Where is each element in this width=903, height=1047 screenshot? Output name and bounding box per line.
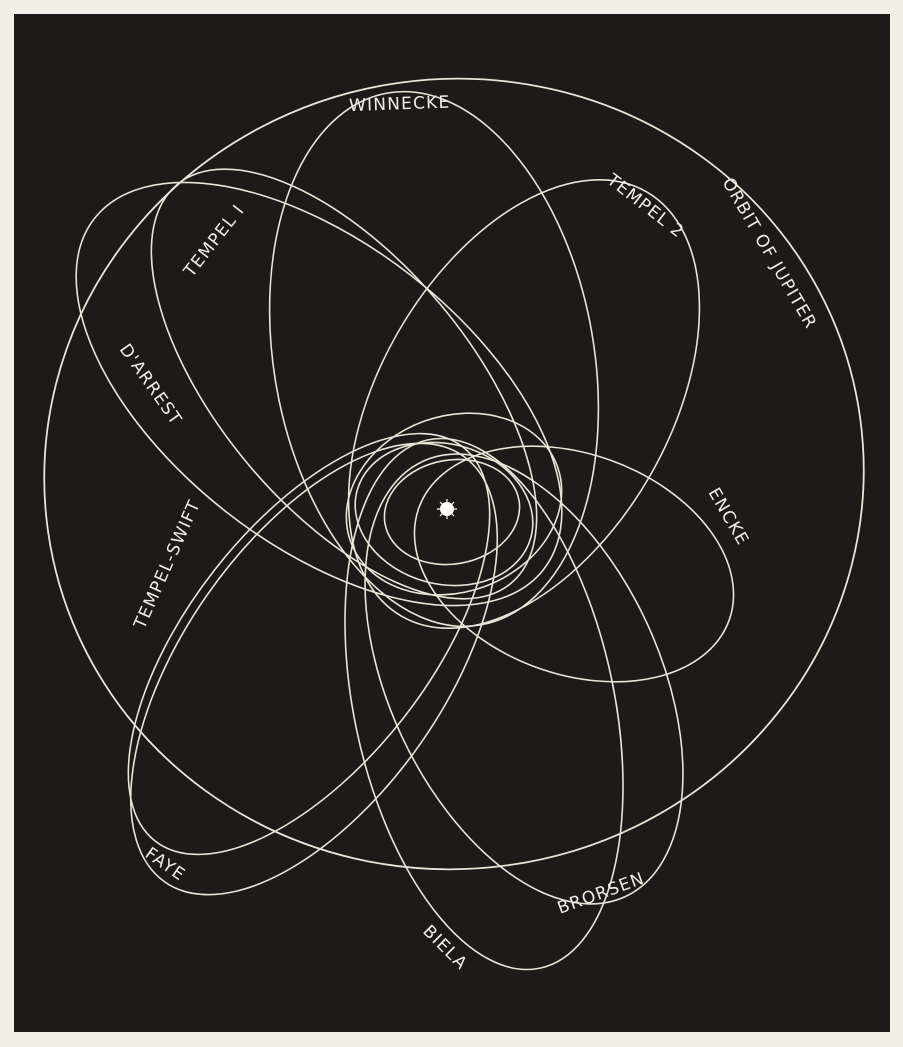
label-jupiter: ORBIT OF JUPITER bbox=[718, 175, 821, 333]
label-tempel-1: TEMPEL I bbox=[180, 201, 249, 282]
orbit-plate: WINNECKE TEMPEL 2 ORBIT OF JUPITER TEMPE… bbox=[14, 14, 890, 1032]
orbit-encke bbox=[413, 445, 735, 683]
orbit-faye bbox=[129, 442, 499, 896]
orbit-biela bbox=[344, 437, 624, 971]
orbit-tempel-2 bbox=[347, 178, 701, 630]
label-tempel-2: TEMPEL 2 bbox=[602, 170, 688, 243]
label-brorsen: BRORSEN bbox=[555, 869, 648, 919]
label-faye: FAYE bbox=[141, 844, 189, 886]
orbit-darrest bbox=[75, 181, 563, 607]
orbit-inner-1 bbox=[383, 458, 521, 566]
orbit-tempel-1 bbox=[150, 168, 538, 600]
sun bbox=[437, 499, 457, 519]
orbit-jupiter bbox=[43, 77, 865, 871]
orbit-inner-3 bbox=[345, 412, 563, 596]
label-tempel-swift: TEMPEL-SWIFT bbox=[130, 497, 205, 633]
orbit-inner-2 bbox=[354, 441, 534, 587]
label-biela: BIELA bbox=[418, 921, 471, 974]
label-encke: ENCKE bbox=[704, 485, 753, 550]
label-winnecke: WINNECKE bbox=[349, 93, 451, 117]
label-darrest: D'ARREST bbox=[115, 340, 186, 429]
orbit-brorsen bbox=[364, 453, 684, 905]
orbits-diagram: WINNECKE TEMPEL 2 ORBIT OF JUPITER TEMPE… bbox=[43, 77, 865, 974]
